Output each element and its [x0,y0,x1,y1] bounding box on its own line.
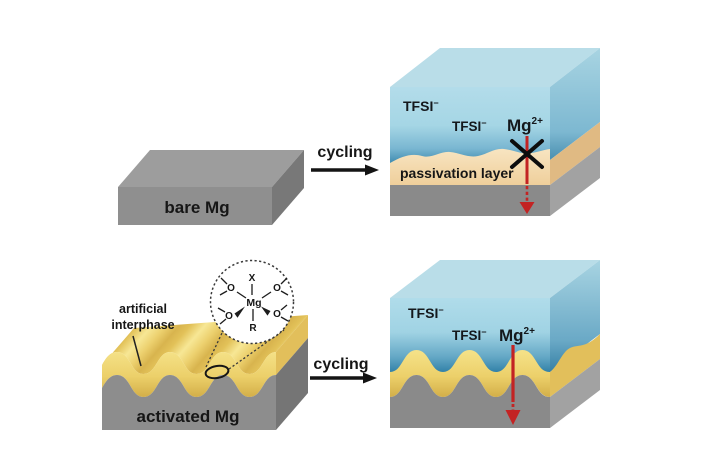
passivation-layer-front [390,148,550,185]
mg-substrate-front [390,375,550,428]
top-cycling-arrow: cycling [311,144,379,176]
interphase-right-face [550,334,600,397]
molecule-bonds [236,284,272,321]
oxygen-ligand: O [273,309,281,320]
bare-mg-right-face [272,150,304,225]
callout-pointer-line [132,335,142,367]
magnifier-circle [209,259,295,345]
tfsi-anion-far: TFSI− [408,305,444,321]
passivation-right-face [550,122,600,185]
electrolyte-right-face [550,48,600,160]
blocked-mg-arrowhead [519,202,535,214]
mg-cation: Mg2+ [499,326,535,345]
mg-complex-molecule: X R Mg O O O O [217,273,289,334]
passivated-electrode-box: TFSI− TFSI− Mg2+ passivation layer [390,48,600,216]
bottom-cycling-label: cycling [313,356,368,373]
magnifier-target-ellipse [204,364,230,380]
bare-mg-label: bare Mg [164,198,229,217]
artificial-interphase-label-line1: artificial [119,302,167,316]
mg-substrate-right-face [550,147,600,216]
bottom-cycling-arrow: cycling [310,356,377,384]
bare-mg-front-face [118,187,272,225]
mg-cation: Mg2+ [507,116,543,135]
activated-mg-right-face [276,338,308,430]
axial-ligand-r: R [249,323,257,334]
bare-mg-top-face [118,150,304,187]
interphase-front-band [102,352,276,397]
axial-ligand-x: X [249,273,256,284]
electrolyte-right-face [550,260,600,372]
mg-substrate-front [390,185,550,216]
magnifier-left-dash [205,332,223,368]
oxygen-ligand: O [225,311,233,322]
central-mg-atom: Mg [246,297,261,309]
ligand-ticks [217,277,289,325]
passing-mg-arrowhead [505,410,521,425]
tfsi-anion-near: TFSI− [452,327,487,343]
activated-mg-label: activated Mg [137,407,240,426]
artificial-interphase-label-line2: interphase [111,318,174,332]
tfsi-anion-far: TFSI− [403,98,439,114]
bare-mg-slab: bare Mg [118,150,304,225]
oxygen-ligand: O [227,283,235,294]
interphase-front-band [390,350,550,397]
activated-mg-front-face [102,375,276,430]
interphase-right-face [276,315,308,375]
activated-mg-slab: activated Mg artificial interphase [102,259,308,430]
wedge-bond-right [261,306,271,316]
electrolyte-top-face [390,48,600,87]
top-cycling-label: cycling [317,144,372,161]
molecule-magnifier: X R Mg O O O O [204,259,295,380]
activated-electrode-box: TFSI− TFSI− Mg2+ [390,260,600,428]
electrolyte-top-face [390,260,600,298]
tfsi-anion-near: TFSI− [452,118,487,134]
passivation-layer-label: passivation layer [400,165,514,181]
oxygen-ligand: O [273,283,281,294]
wedge-bond-left [234,306,245,318]
mg-substrate-right-face [550,359,600,428]
blocked-cross-icon [510,139,544,169]
